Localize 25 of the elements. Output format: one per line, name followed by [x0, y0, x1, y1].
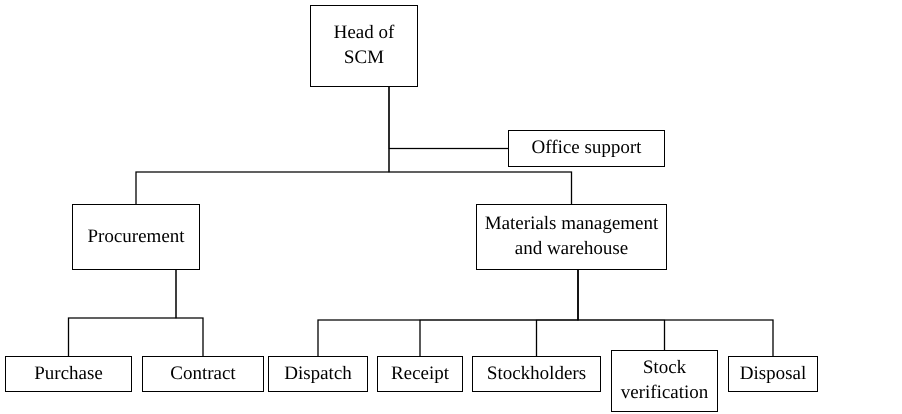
org-box: [476, 204, 667, 270]
box-label: Stock verification: [620, 356, 710, 405]
connector-line: [388, 87, 572, 204]
box-label: Dispatch: [284, 362, 352, 386]
box-label: Disposal: [740, 362, 806, 386]
box-label: Procurement: [87, 224, 185, 249]
org-box: [268, 356, 368, 392]
org-box: [508, 130, 665, 167]
box-label: Contract: [170, 362, 236, 386]
connector-line: [577, 270, 774, 356]
org-box: [72, 204, 200, 270]
box-label: Purchase: [34, 362, 103, 386]
box-label: Stockholders: [486, 362, 586, 386]
box-label: Materials management and warehouse: [484, 212, 660, 261]
org-box: [472, 356, 601, 392]
org-box: [142, 356, 264, 392]
org-box: [728, 356, 818, 392]
box-label: Receipt: [390, 362, 450, 386]
org-box: [310, 5, 418, 87]
connector-line: [175, 270, 204, 356]
box-label: Office support: [532, 136, 642, 160]
box-label: Head of SCM: [332, 21, 396, 70]
org-box: [5, 356, 132, 392]
org-box: [377, 356, 463, 392]
org-box: [611, 350, 718, 412]
